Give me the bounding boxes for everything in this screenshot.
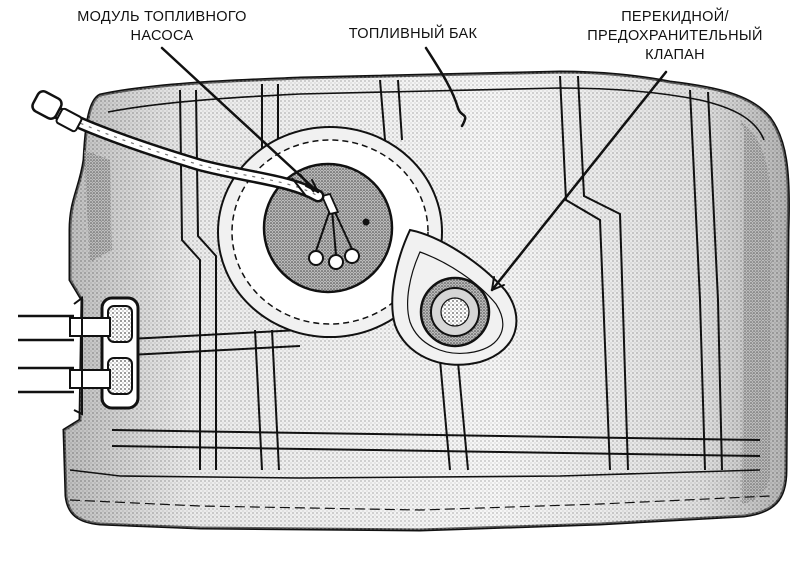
rollover-valve — [419, 276, 491, 348]
label-rollover-valve-line-1: ПЕРЕКИДНОЙ/ — [621, 9, 729, 25]
side-connectors — [18, 296, 140, 416]
label-pump-module-line-2: НАСОСА — [130, 28, 194, 44]
label-fuel-tank: ТОПЛИВНЫЙ БАК — [328, 25, 498, 44]
label-pump-module: МОДУЛЬ ТОПЛИВНОГО НАСОСА — [62, 8, 262, 46]
label-rollover-valve-line-2: ПРЕДОХРАНИТЕЛЬНЫЙ — [587, 28, 763, 44]
leader-fuel-tank — [424, 46, 467, 128]
label-fuel-tank-line-1: ТОПЛИВНЫЙ БАК — [348, 26, 478, 42]
pump-module — [262, 162, 394, 294]
fuel-lines — [31, 90, 325, 203]
leader-lines — [160, 46, 668, 292]
leader-rollover-valve — [490, 70, 668, 292]
tank-ribs — [109, 75, 761, 471]
label-rollover-valve: ПЕРЕКИДНОЙ/ ПРЕДОХРАНИТЕЛЬНЫЙ КЛАПАН — [560, 8, 790, 65]
leader-pump-module — [160, 46, 320, 194]
label-pump-module-line-1: МОДУЛЬ ТОПЛИВНОГО — [77, 9, 247, 25]
label-rollover-valve-line-3: КЛАПАН — [645, 47, 705, 63]
